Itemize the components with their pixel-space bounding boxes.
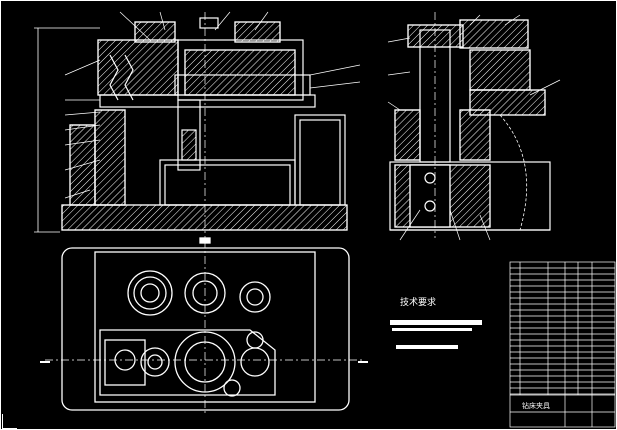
top-view [40, 237, 368, 415]
notes-title: 技术要求 [400, 296, 436, 308]
ucs-axis-icon [2, 414, 17, 429]
parts-list [509, 261, 616, 428]
side-view [387, 12, 561, 241]
front-view [34, 11, 361, 238]
technical-notes: 技术要求 [390, 296, 482, 349]
title-block-name: 钻床夹具 [522, 401, 550, 410]
